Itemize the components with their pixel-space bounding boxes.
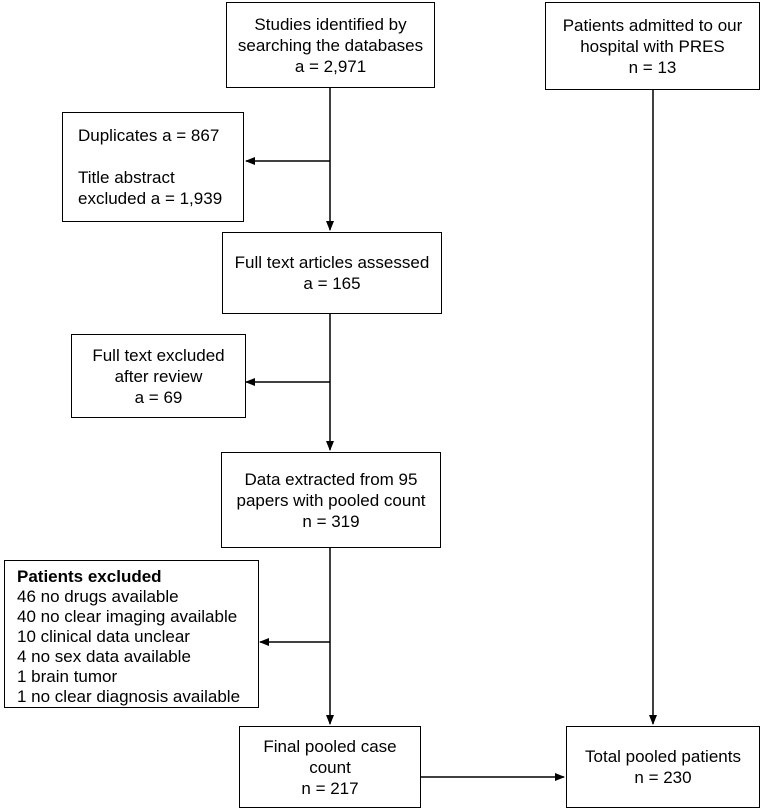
total-box: Total pooled patients n = 230 — [566, 726, 760, 808]
fulltext-line-1: Full text articles assessed — [234, 253, 430, 272]
patients-excluded-box: Patients excluded 46 no drugs available … — [4, 560, 259, 708]
fulltext-excluded-line-2: after review — [114, 366, 203, 386]
search-line-2: searching the databases — [237, 35, 424, 55]
duplicates-box: Duplicates a = 867 Title abstract exclud… — [62, 112, 244, 222]
hospital-line-2: hospital with PRES — [580, 36, 725, 56]
final-line-2: count — [309, 757, 351, 777]
search-line-1: Studies identified by — [254, 14, 407, 34]
fulltext-excluded-line-1: Full text excluded — [92, 345, 225, 365]
fulltext-excluded-line-3: a = 69 — [134, 387, 183, 407]
extracted-line-3: n = 319 — [302, 511, 360, 531]
patients-excluded-item: 4 no sex data available — [17, 647, 191, 666]
duplicates-line-3: excluded a = 1,939 — [78, 189, 223, 208]
patients-excluded-item: 10 clinical data unclear — [17, 627, 190, 646]
hospital-line-1: Patients admitted to our — [562, 15, 743, 35]
extracted-line-1: Data extracted from 95 — [244, 469, 418, 489]
search-box: Studies identified by searching the data… — [226, 2, 435, 88]
patients-excluded-item: 1 brain tumor — [17, 667, 118, 686]
duplicates-line-1: Duplicates a = 867 — [78, 126, 220, 145]
total-line-2: n = 230 — [634, 768, 692, 787]
patients-excluded-heading: Patients excluded — [17, 567, 162, 586]
final-line-1: Final pooled case — [263, 736, 397, 756]
hospital-line-3: n = 13 — [628, 57, 677, 77]
final-line-3: n = 217 — [301, 778, 359, 798]
extracted-box: Data extracted from 95 papers with poole… — [221, 452, 441, 548]
patients-excluded-item: 46 no drugs available — [17, 587, 179, 606]
final-box: Final pooled case count n = 217 — [239, 726, 421, 808]
fulltext-line-2: a = 165 — [303, 274, 361, 293]
fulltext-box: Full text articles assessed a = 165 — [222, 232, 442, 314]
patients-excluded-item: 1 no clear diagnosis available — [17, 687, 241, 706]
search-line-3: a = 2,971 — [294, 56, 367, 76]
duplicates-line-2: Title abstract — [78, 168, 175, 187]
hospital-box: Patients admitted to our hospital with P… — [545, 2, 760, 90]
patients-excluded-item: 40 no clear imaging available — [17, 607, 238, 626]
fulltext-excluded-box: Full text excluded after review a = 69 — [71, 334, 246, 418]
total-line-1: Total pooled patients — [585, 747, 741, 766]
extracted-line-2: papers with pooled count — [236, 490, 426, 510]
